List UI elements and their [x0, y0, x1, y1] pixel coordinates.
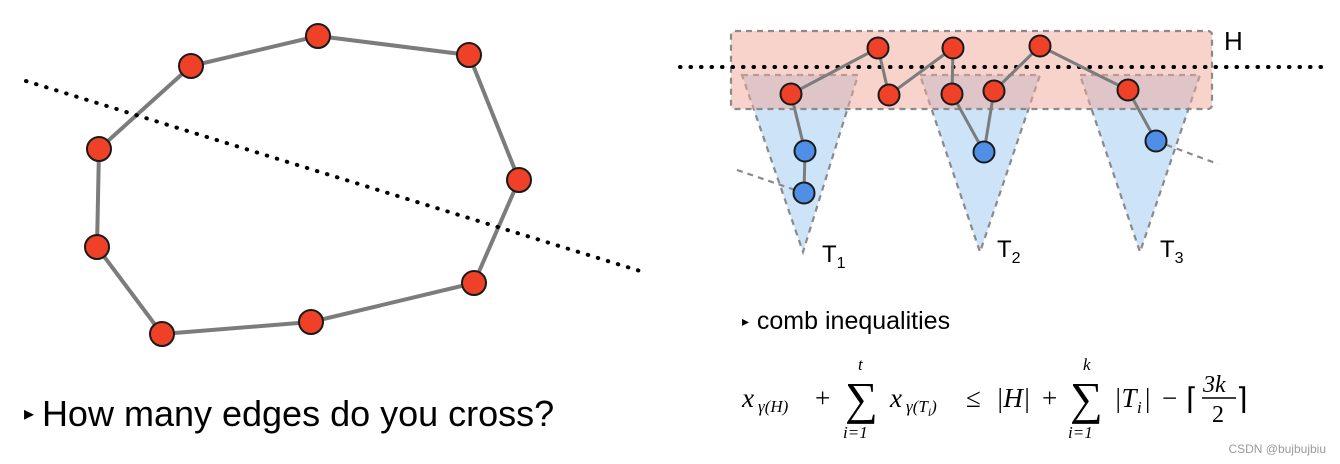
tooth-node [1144, 129, 1168, 153]
svg-text:k: k [1083, 355, 1091, 374]
svg-text:t: t [858, 355, 864, 374]
tour-node [84, 234, 110, 260]
tooth-label-T3: T3 [1160, 236, 1184, 267]
handle-node [982, 79, 1006, 103]
bullet-marker-icon: ▸ [24, 403, 34, 425]
svg-text:2: 2 [1212, 402, 1224, 428]
handle-node [877, 83, 901, 107]
svg-text:|H|: |H| [996, 383, 1030, 413]
sum-symbol: ∑ [845, 373, 878, 424]
question-text: How many edges do you cross? [41, 393, 555, 434]
comb-text: comb inequalities [756, 307, 951, 335]
svg-text:i: i [1137, 398, 1142, 417]
handle-label: H [1224, 26, 1243, 56]
svg-text:3k: 3k [1202, 372, 1226, 398]
tour-diagram [24, 23, 642, 347]
handle-node [940, 82, 964, 106]
tooth-label-T2: T2 [997, 236, 1021, 267]
svg-text:|T: |T [1114, 383, 1138, 413]
svg-text:γ(H): γ(H) [758, 397, 789, 416]
cut-line [24, 79, 642, 273]
outside-edge [736, 168, 805, 195]
svg-text:x: x [889, 383, 902, 413]
tour-node [461, 270, 487, 296]
tooth-label-T1: T1 [822, 241, 846, 272]
svg-text:γ(Ti): γ(Ti) [906, 397, 937, 419]
svg-text:x: x [741, 383, 754, 413]
tour-node [149, 321, 175, 347]
bullet-marker-icon: ▸ [742, 313, 749, 329]
tooth-node [792, 181, 816, 205]
handle-node [866, 36, 890, 60]
tooth-node [793, 139, 817, 163]
svg-text:⌉: ⌉ [1236, 383, 1248, 416]
handle-H [729, 29, 1214, 111]
svg-text:≤: ≤ [966, 383, 981, 413]
handle-node [779, 82, 803, 106]
tour-node [305, 23, 331, 49]
tour-node [456, 42, 482, 68]
tooth-node [972, 140, 996, 164]
svg-text:i=1: i=1 [1068, 423, 1093, 442]
handle-node [941, 36, 965, 60]
tour-node [86, 136, 112, 162]
handle-node [1116, 78, 1140, 102]
tour-cycle [95, 34, 521, 336]
handle-node [1028, 34, 1052, 58]
tour-node [298, 309, 324, 335]
svg-text:⌈: ⌈ [1186, 383, 1198, 416]
tour-node [178, 53, 204, 79]
svg-text:i=1: i=1 [843, 423, 868, 442]
svg-text:+: + [1042, 383, 1057, 413]
comb-diagram: H T1 T2 T3 [678, 26, 1324, 272]
tour-node [506, 167, 532, 193]
question-bullet: ▸ How many edges do you cross? [24, 393, 554, 435]
svg-text:|: | [1145, 383, 1150, 413]
svg-text:−: − [1162, 383, 1177, 413]
watermark: CSDN @bujbujbiu [1228, 442, 1326, 456]
comb-bullet: ▸ comb inequalities [742, 307, 950, 336]
svg-text:+: + [815, 383, 830, 413]
comb-inequality-formula: x γ(H) + ∑ t i=1 x γ(Ti) ≤ |H| + ∑ k i=1… [741, 355, 1248, 442]
sum-symbol: ∑ [1070, 373, 1103, 424]
